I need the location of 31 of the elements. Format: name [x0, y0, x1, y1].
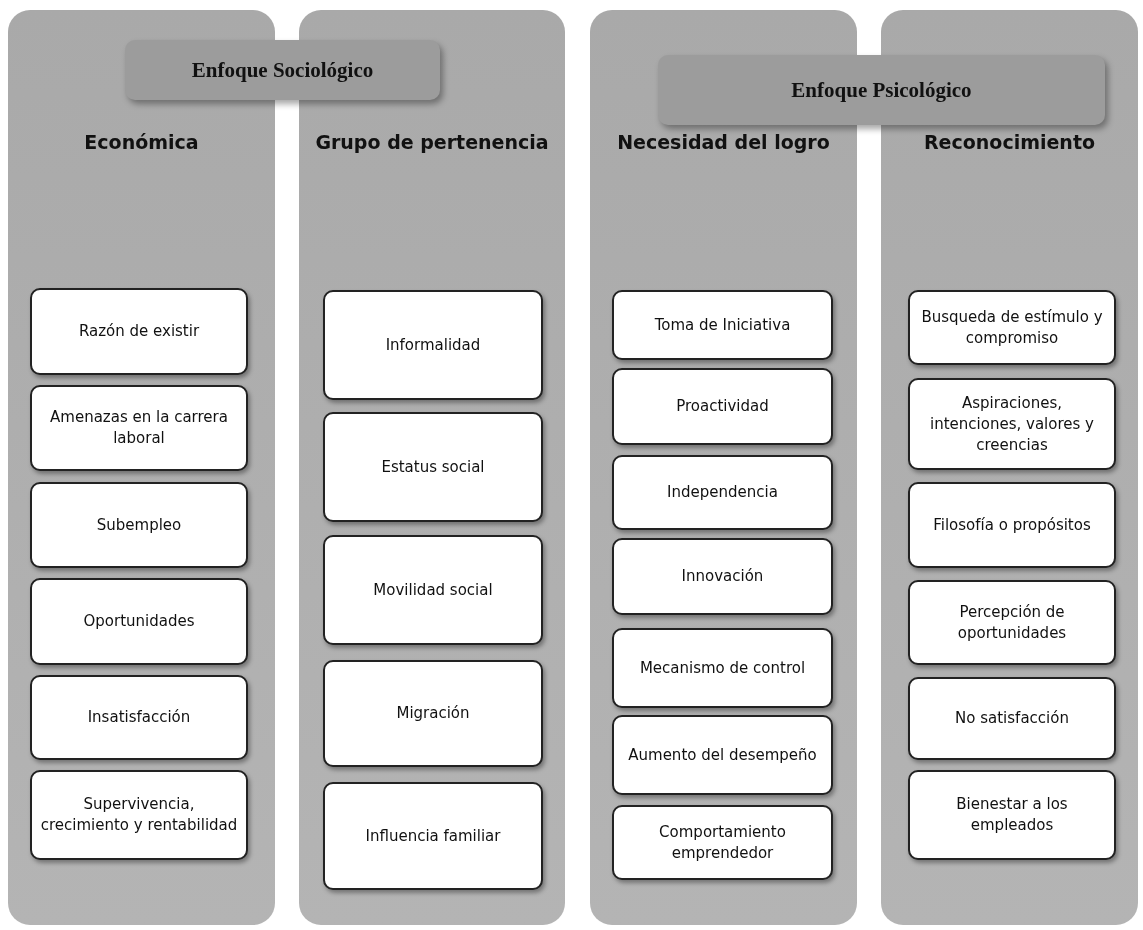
item-box: Innovación — [612, 538, 833, 615]
column-heading: Necesidad del logro — [616, 130, 831, 154]
item-box: Subempleo — [30, 482, 248, 568]
item-box: Migración — [323, 660, 543, 767]
approach-banner: Enfoque Sociológico — [125, 40, 440, 100]
item-box: Estatus social — [323, 412, 543, 522]
column-panel — [8, 10, 275, 925]
column-heading: Económica — [83, 130, 200, 154]
item-box: Bienestar a los empleados — [908, 770, 1116, 860]
approach-banner: Enfoque Psicológico — [658, 55, 1105, 125]
item-box: Aumento del desempeño — [612, 715, 833, 795]
item-box: Informalidad — [323, 290, 543, 400]
item-box: Independencia — [612, 455, 833, 530]
item-box: Oportunidades — [30, 578, 248, 665]
item-box: Proactividad — [612, 368, 833, 445]
item-box: Mecanismo de control — [612, 628, 833, 708]
item-box: Comportamiento emprendedor — [612, 805, 833, 880]
item-box: Razón de existir — [30, 288, 248, 375]
item-box: Insatisfacción — [30, 675, 248, 760]
item-box: Toma de Iniciativa — [612, 290, 833, 360]
column-heading: Reconocimiento — [922, 130, 1096, 154]
item-box: Busqueda de estímulo y compromiso — [908, 290, 1116, 365]
item-box: No satisfacción — [908, 677, 1116, 760]
item-box: Aspiraciones, intenciones, valores y creencias — [908, 378, 1116, 470]
item-box: Filosofía o propósitos — [908, 482, 1116, 568]
item-box: Percepción de oportunidades — [908, 580, 1116, 665]
item-box: Movilidad social — [323, 535, 543, 645]
item-box: Supervivencia, crecimiento y rentabilidad — [30, 770, 248, 860]
column-heading: Grupo de pertenencia — [314, 130, 550, 154]
item-box: Amenazas en la carrera laboral — [30, 385, 248, 471]
item-box: Influencia familiar — [323, 782, 543, 890]
